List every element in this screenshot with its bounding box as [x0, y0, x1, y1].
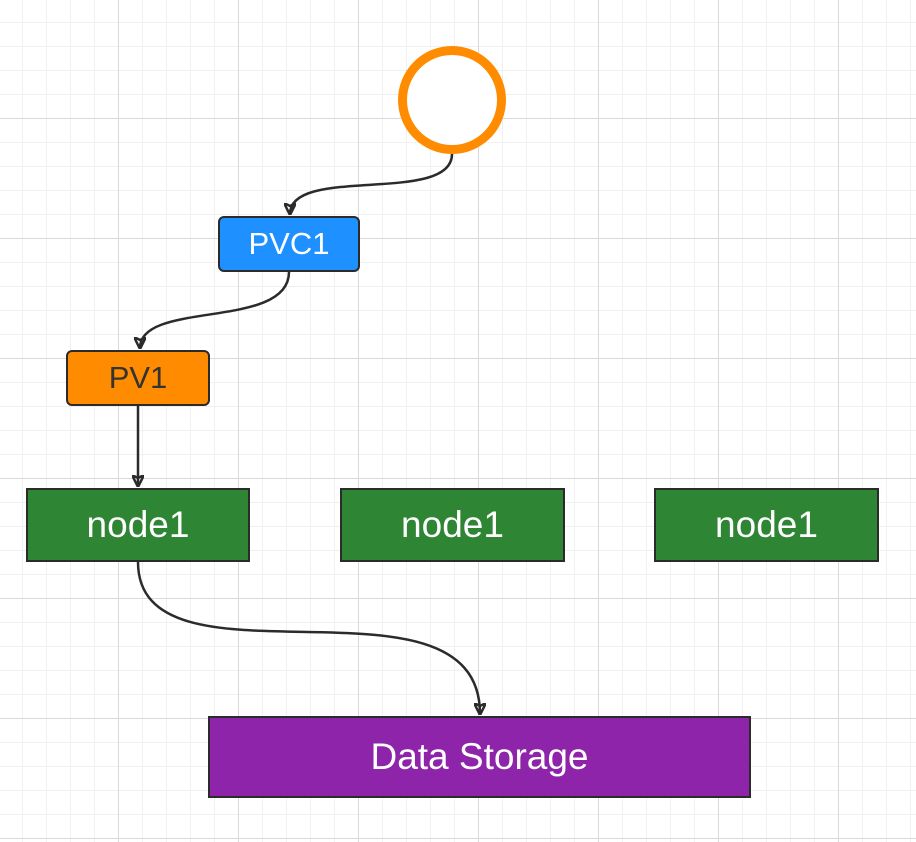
node-storage[interactable]: Data Storage — [208, 716, 751, 798]
node-node1-b[interactable]: node1 — [340, 488, 565, 562]
edge-pod-to-pvc1 — [290, 153, 454, 214]
node-label: node1 — [401, 504, 504, 545]
edge-pvc1-to-pv1 — [140, 271, 291, 348]
node-pod[interactable] — [398, 46, 506, 154]
node-pv1[interactable]: PV1 — [66, 350, 210, 406]
node-label: node1 — [86, 504, 190, 545]
node-label: PV1 — [108, 360, 168, 395]
node-node1-a[interactable]: node1 — [26, 488, 250, 562]
node-node1-c[interactable]: node1 — [654, 488, 879, 562]
edge-node1-a-to-storage — [136, 561, 480, 714]
node-label: Data Storage — [370, 736, 589, 777]
node-pvc1[interactable]: PVC1 — [218, 216, 360, 272]
node-label: node1 — [715, 504, 818, 545]
node-label: PVC1 — [248, 226, 330, 261]
